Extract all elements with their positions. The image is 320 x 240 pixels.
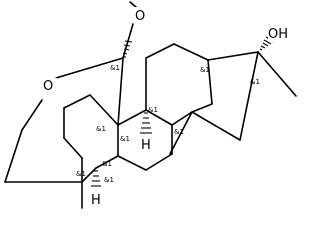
stereo-label: &1 — [200, 66, 210, 74]
atom-o-methoxy: O — [135, 9, 145, 24]
atom-hydroxyl: OH — [268, 27, 288, 42]
atom-labels: O O OH H H — [42, 7, 292, 208]
stereo-label: &1 — [174, 128, 184, 136]
stereo-label: &1 — [110, 64, 120, 72]
stereo-label: &1 — [104, 176, 114, 184]
stereo-label: &1 — [96, 125, 106, 133]
stereo-labels: &1 &1 &1 &1 &1 &1 &1 &1 &1 &1 — [76, 64, 260, 184]
molecule-structure: O O OH H H &1 &1 &1 &1 &1 &1 &1 &1 &1 &1 — [4, 1, 297, 209]
atom-o-ring: O — [43, 79, 53, 94]
stereo-label: &1 — [250, 78, 260, 86]
atom-h-low: H — [91, 193, 101, 208]
stereo-label: &1 — [120, 135, 130, 143]
stereo-label: &1 — [76, 170, 86, 178]
stereo-label: &1 — [148, 106, 158, 114]
bond-lines — [4, 1, 297, 209]
stereo-label: &1 — [102, 160, 112, 168]
atom-h-mid: H — [141, 138, 151, 153]
